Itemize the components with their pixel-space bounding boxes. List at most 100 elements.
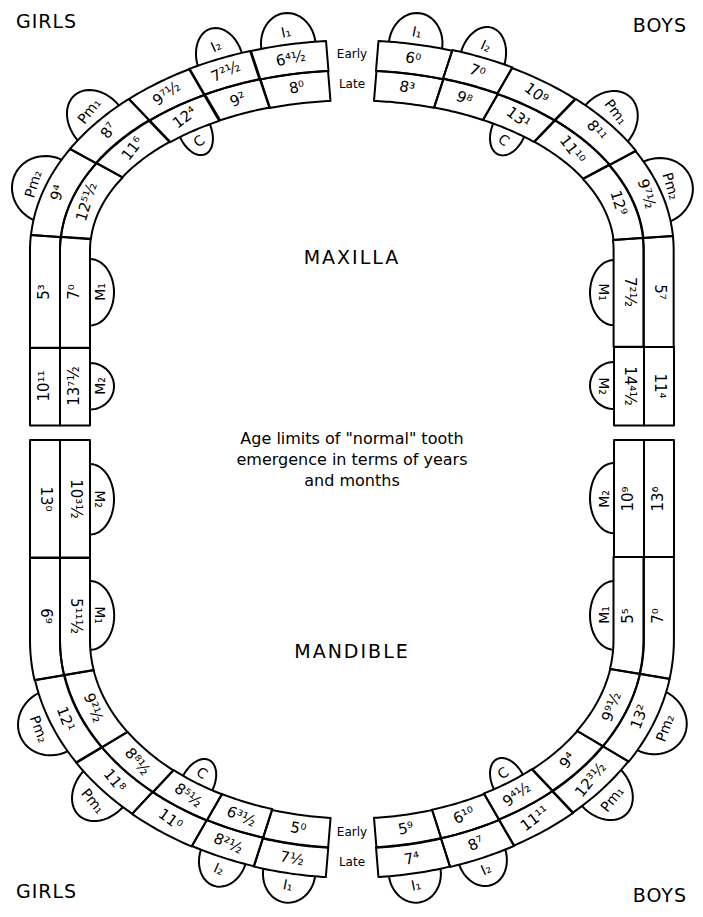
row-label: Early: [337, 826, 367, 840]
late-cell: 14⁴½: [611, 344, 647, 428]
age-value: 13¹: [503, 103, 533, 132]
tooth-name: C: [495, 763, 512, 782]
tooth-name: Pm₁: [602, 96, 632, 128]
tooth-name: I₂: [478, 36, 493, 55]
outline-path: [90, 259, 114, 325]
age-value: 5⁷: [650, 284, 667, 300]
outline-path: [614, 347, 644, 425]
outline-path: [499, 791, 573, 846]
tooth-name: Pm₁: [597, 784, 627, 816]
outline-path: [577, 669, 640, 746]
late-cell: 11⁸: [73, 744, 156, 817]
age-value: 11⁴: [650, 373, 667, 398]
outline-path: [590, 260, 614, 325]
late-cell: 9⁸: [431, 76, 501, 123]
outline-path: [644, 347, 674, 425]
tooth-name: Pm₁: [74, 95, 104, 127]
outline-path: [374, 71, 443, 108]
tooth-tab: M₁: [87, 256, 117, 328]
tooth-tab: M₂: [87, 461, 117, 538]
outline-path: [389, 13, 442, 48]
tooth-tab: I₁: [386, 866, 444, 906]
outline-path: [254, 838, 328, 877]
tooth-name: I₁: [411, 23, 424, 41]
outline-path: [583, 165, 643, 240]
age-value: 6³½: [223, 803, 258, 831]
outline-path: [590, 463, 614, 533]
outline-path: [30, 235, 61, 348]
outline-path: [149, 95, 219, 142]
age-value: 7⁰: [466, 61, 487, 83]
late-cell: 12⁹: [580, 162, 646, 243]
age-value: 5³: [36, 284, 53, 300]
side-label: GIRLS: [16, 881, 77, 903]
age-value: 11¹⁰: [556, 132, 589, 167]
late-cell: 8⁷: [438, 817, 517, 870]
tooth-name: Pm₁: [78, 785, 108, 817]
age-value: 7²½: [209, 58, 244, 86]
age-value: 9⁴: [48, 183, 69, 203]
age-value: 12¹: [52, 704, 77, 734]
early-cell: 6⁴½: [248, 38, 331, 82]
age-value: 6⁴½: [274, 47, 307, 70]
outline-path: [590, 581, 614, 650]
late-cell: 13⁶: [641, 437, 677, 560]
outline-path: [643, 236, 674, 347]
age-value: 13⁰: [36, 486, 53, 511]
tooth-name: C: [496, 131, 513, 150]
outline-path: [61, 163, 123, 239]
outline-path: [263, 810, 331, 848]
tooth-tab: M₂: [587, 460, 617, 536]
early-cell: 5⁵: [607, 554, 647, 677]
tooth-tab: M₂: [587, 359, 617, 412]
tooth-tab: M₁: [587, 257, 617, 328]
age-value: 7⁰: [650, 608, 667, 624]
tooth-name: I₁: [281, 876, 294, 894]
late-cell: 7⁴: [373, 835, 453, 880]
early-cell: 7⁰: [440, 47, 515, 96]
age-value: 10¹¹: [36, 371, 53, 402]
early-cell: 10⁹: [611, 437, 647, 560]
outline-path: [483, 94, 555, 142]
outline-path: [603, 674, 670, 762]
tooth-name: M₁: [92, 607, 108, 625]
tooth-tab: I₁: [260, 866, 318, 906]
chart-title: Age limits of "normal" tooth emergence i…: [227, 429, 477, 491]
early-cell: 5¹¹½: [57, 555, 97, 678]
age-value: 8³: [397, 78, 416, 98]
tooth-tab: M₁: [87, 578, 117, 653]
outline-path: [205, 79, 270, 120]
age-value: 14⁴½: [620, 366, 637, 406]
early-cell: 8⁷: [67, 96, 153, 166]
late-cell: 8²½: [189, 817, 266, 869]
age-value: 10³½: [66, 479, 83, 519]
early-cell: 6³½: [204, 791, 275, 841]
age-value: 5⁵: [620, 608, 637, 624]
outline-path: [70, 99, 150, 163]
outline-path: [260, 71, 330, 108]
age-value: 5⁰: [289, 819, 308, 839]
age-value: 8⁸½: [121, 745, 153, 779]
outline-path: [60, 237, 91, 348]
early-cell: 7²½: [186, 48, 263, 98]
outline-path: [35, 675, 102, 763]
tooth-name: M₂: [596, 490, 612, 508]
outline-path: [60, 348, 90, 425]
early-cell: 11⁴: [641, 344, 677, 428]
age-value: 5⁹: [396, 819, 415, 839]
early-cell: 10¹¹: [27, 345, 63, 428]
outline-path: [376, 838, 450, 877]
outline-path: [30, 348, 60, 425]
age-value: 8⁰: [287, 78, 306, 98]
late-cell: 7⁰: [637, 554, 677, 682]
tooth-name: M₂: [596, 377, 612, 395]
jaw-label: MAXILLA: [304, 247, 401, 269]
late-cell: 13⁷½: [57, 345, 93, 428]
age-value: 8¹¹: [582, 118, 609, 146]
tooth-name: M₂: [92, 377, 108, 395]
outline-path: [552, 746, 628, 813]
tooth-tab: M₂: [87, 360, 117, 412]
tooth-name: I₁: [410, 876, 423, 894]
early-cell: 9²½: [61, 667, 130, 750]
side-label: BOYS: [633, 15, 687, 37]
